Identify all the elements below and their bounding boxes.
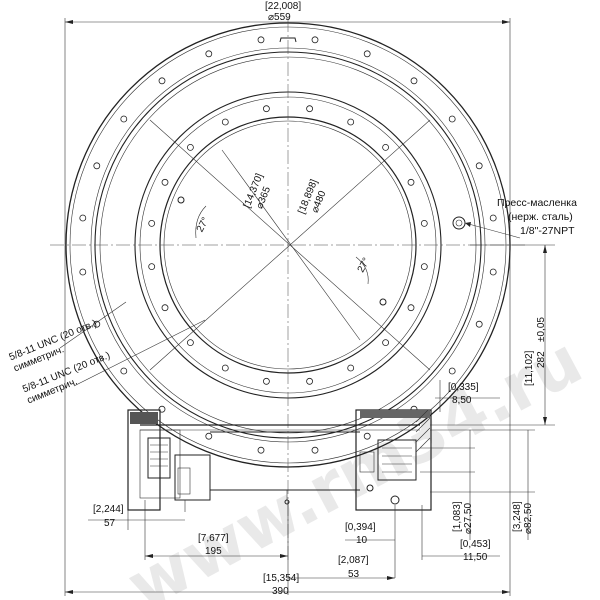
dim-2087-inch: [2,087] [338, 555, 369, 566]
grease-line1: Пресс-масленка [497, 197, 577, 209]
outer-bolt-hole [120, 115, 128, 123]
top-dimension: [22,008] ⌀559 [64, 1, 511, 250]
inner-bolt-hole [420, 263, 428, 271]
outer-bolt-hole [205, 432, 213, 440]
outer-bolt-hole [158, 77, 166, 85]
dim-1083-mm: ⌀27,50 [463, 503, 474, 534]
dim-11102-tol: ±0,05 [536, 317, 547, 342]
grease-fitting: Пресс-масленка (нерж. сталь) 1/8"-27NPT [452, 197, 577, 239]
outer-bolt-hole [475, 320, 483, 328]
dim-15354-mm: 390 [272, 586, 289, 597]
outer-bolt-hole [448, 367, 456, 375]
inner-bolt-hole [186, 339, 194, 347]
dim-2244-mm: 57 [104, 518, 116, 529]
dim-3248-inch: [3,248] [512, 501, 523, 532]
outer-bolt-hole [489, 214, 497, 222]
inner-bolt-holes [148, 105, 428, 385]
outer-bolt-hole [448, 115, 456, 123]
grease-line2: (нерж. сталь) [508, 211, 573, 223]
outer-bolt-hole [205, 50, 213, 58]
dim-7677-inch: [7,677] [198, 533, 229, 544]
outer-bolt-hole [311, 36, 319, 44]
outer-bolt-hole [363, 50, 371, 58]
dim-2244-inch: [2,244] [93, 504, 124, 515]
outer-bolt-hole [79, 268, 87, 276]
inner-bolt-hole [262, 377, 270, 385]
bottom-dimensions: [2,244] 57 [7,677] 195 [0,394] 10 [0,453… [64, 250, 511, 597]
inner-bolt-hole [347, 364, 355, 372]
outer-bolt-hole [79, 214, 87, 222]
inner-bolt-hole [306, 105, 314, 113]
inner-bolt-hole [148, 219, 156, 227]
inner-bolt-hole [420, 219, 428, 227]
outer-bolt-hole [489, 268, 497, 276]
outer-bolt-hole [158, 405, 166, 413]
outer-bolt-hole [120, 367, 128, 375]
inner-bolt-hole [347, 118, 355, 126]
inner-bolt-hole [161, 304, 169, 312]
inner-bolt-hole [382, 339, 390, 347]
outer-bolt-hole [257, 446, 265, 454]
dim-0335-mm: 8,50 [452, 395, 472, 406]
inner-bolt-hole [221, 364, 229, 372]
grease-line3: 1/8"-27NPT [520, 225, 575, 237]
inner-bolt-hole [407, 178, 415, 186]
dim-7677-mm: 195 [205, 546, 222, 557]
dim-1083-inch: [1,083] [452, 501, 463, 532]
angle-label-left: 27° [195, 216, 212, 235]
inner-bolt-hole [161, 178, 169, 186]
top-dim-mm: ⌀559 [268, 12, 291, 23]
inner-bolt-hole [407, 304, 415, 312]
dim-3248-mm: ⌀82,50 [523, 503, 534, 534]
centre-lines [50, 18, 525, 560]
dim-2087-mm: 53 [348, 569, 360, 580]
inner-bolt-hole [382, 143, 390, 151]
dim-0335-inch: [0,335] [448, 382, 479, 393]
bolt-circle-labels: [14,370] ⌀365 [18,898] ⌀480 27° 27° [177, 172, 387, 306]
dim-11102-mm: 282 [536, 351, 547, 368]
outer-bolt-hole [363, 432, 371, 440]
holes-notes: 5/8-11 UNC (20 отв.) симметрич. 5/8-11 U… [8, 301, 206, 406]
inner-bolt-hole [186, 143, 194, 151]
dim-15354-inch: [15,354] [263, 573, 299, 584]
outer-bolt-hole [93, 162, 101, 170]
dim-0394-inch: [0,394] [345, 522, 376, 533]
outer-bolt-hole [410, 77, 418, 85]
outer-bolt-hole [311, 446, 319, 454]
dim-0453-mm: 11,50 [463, 552, 488, 563]
inner-bolt-hole [221, 118, 229, 126]
top-dim-inch: [22,008] [265, 1, 301, 12]
dim-0453-inch: [0,453] [460, 539, 491, 550]
outer-bolt-hole [475, 162, 483, 170]
outer-bolt-holes [79, 36, 497, 454]
outer-bolt-hole [257, 36, 265, 44]
dim-11102-inch: [11,102] [524, 350, 535, 386]
inner-bolt-hole [262, 105, 270, 113]
dim-0394-mm: 10 [356, 535, 368, 546]
drive-section [127, 409, 432, 512]
inner-bolt-hole [306, 377, 314, 385]
right-dimensions: [0,335] 8,50 [11,102] 282 ±0,05 [1,083] … [420, 244, 555, 540]
inner-bolt-hole [148, 263, 156, 271]
